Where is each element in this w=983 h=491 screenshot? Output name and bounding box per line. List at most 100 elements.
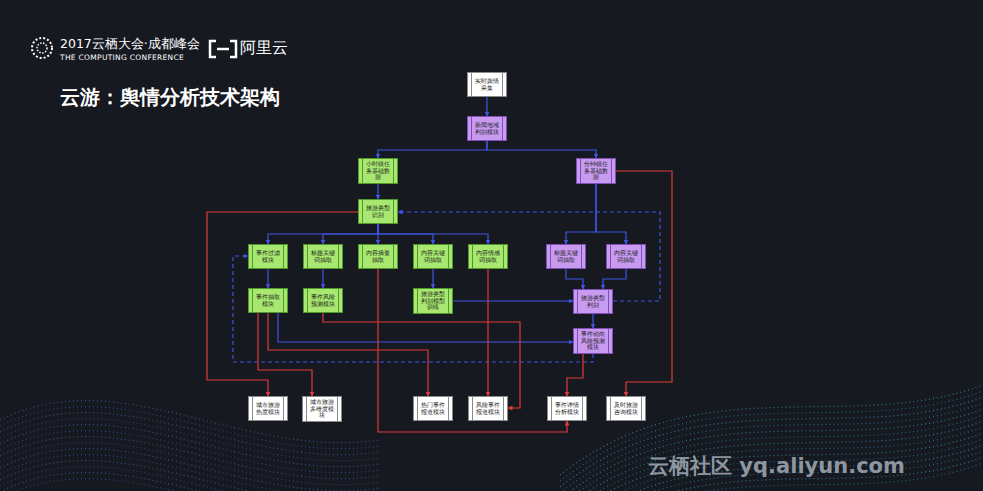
wave-dots (560, 397, 983, 487)
flow-arrow (432, 269, 433, 288)
wave-dots (560, 445, 983, 491)
wave-dots (0, 419, 380, 461)
flow-arrow (378, 141, 487, 158)
conference-name: 2017云栖大会·成都峰会 (60, 36, 200, 53)
aliyun-logo (210, 41, 236, 57)
process-box: 旅游类型判别模型训练 (413, 288, 453, 314)
box-text: 标题关键词抽取 (309, 250, 337, 263)
process-box: 城市旅游多维度模块 (302, 396, 342, 422)
box-text: 事件抽取模块 (254, 294, 282, 307)
flow-arrow (378, 269, 567, 432)
slide-title: 云游：舆情分析技术架构 (60, 84, 280, 111)
flow-arrow (258, 313, 312, 396)
box-text: 热门事件报道模块 (419, 402, 447, 415)
box-text: 标题关键词抽取 (552, 250, 580, 263)
process-box: 事件过滤模块 (248, 244, 288, 269)
flow-arrow (486, 97, 487, 116)
flow-arrow (453, 300, 573, 301)
wave-dots (0, 467, 380, 491)
box-text: 旅游类型识别 (364, 205, 392, 218)
process-box: 实时舆情采集 (467, 72, 507, 97)
process-box: 事件详情分析模块 (547, 396, 587, 421)
wave-dots (0, 455, 380, 491)
wave-dots (0, 425, 380, 467)
box-text: 小时级任务基础数据 (364, 161, 392, 181)
flow-arrow (592, 314, 593, 328)
wave-dots (560, 433, 983, 491)
process-box: 旅游类型识别 (358, 199, 398, 224)
flow-arrow (487, 269, 488, 396)
flow-arrow (233, 256, 593, 362)
flow-arrow (566, 184, 596, 244)
flow-arrow (487, 141, 596, 158)
box-text: 旅游类型判别 (579, 295, 607, 308)
box-text: 事件过滤模块 (254, 250, 282, 263)
flow-arrow (596, 184, 626, 244)
wave-dots (560, 451, 983, 491)
wave-dots (560, 421, 983, 491)
box-text: 分钟级任务基础数据 (582, 161, 610, 181)
process-box: 城市旅游热度模块 (248, 396, 288, 421)
process-box: 分钟级任务基础数据 (576, 158, 616, 184)
box-text: 及时旅游咨询模块 (612, 402, 640, 415)
process-box: 事件风险预测模块 (303, 288, 343, 313)
process-box: 风险事件报道模块 (468, 396, 508, 421)
process-box: 内容关键词抽取 (606, 244, 646, 269)
box-text: 内容关键词抽取 (612, 250, 640, 263)
box-text: 内容关键词抽取 (419, 250, 447, 263)
wave-dots (0, 443, 380, 485)
box-text: 事件风险预测模块 (309, 294, 337, 307)
wave-dots (560, 415, 983, 491)
flow-arrow (268, 224, 378, 244)
watermark: 云栖社区 yq.aliyun.com (648, 452, 905, 480)
wave-dots (0, 479, 380, 491)
box-text: 事件详情分析模块 (553, 402, 581, 415)
process-box: 标题关键词抽取 (303, 244, 343, 269)
wave-dots (0, 461, 380, 491)
process-box: 热门事件报道模块 (413, 396, 453, 421)
wave-dots (0, 473, 380, 491)
wave-dots (0, 449, 380, 491)
process-box: 标题关键词抽取 (546, 244, 586, 269)
wave-dots (560, 409, 983, 491)
flow-arrow (616, 171, 672, 396)
flow-arrow (323, 313, 520, 408)
process-box: 内容情感词抽取 (468, 244, 508, 269)
flow-arrow (278, 313, 573, 342)
box-text: 新闻地域判别模块 (473, 122, 501, 135)
flow-arrow (268, 313, 428, 396)
flow-arrow (377, 184, 378, 199)
box-text: 事件动向风险预测模块 (579, 331, 607, 351)
wave-dots (560, 439, 983, 491)
flow-arrow (322, 269, 323, 288)
conference-subtitle: THE COMPUTING CONFERENCE (60, 53, 184, 62)
conference-logo (32, 38, 52, 58)
flow-arrow (207, 212, 358, 396)
process-box: 事件抽取模块 (248, 288, 288, 313)
wave-dots (560, 391, 983, 481)
box-text: 城市旅游热度模块 (254, 402, 282, 415)
box-text: 旅游类型判别模型训练 (419, 291, 447, 311)
process-box: 内容关键词抽取 (413, 244, 453, 269)
flow-arrow (378, 224, 488, 244)
process-box: 事件动向风险预测模块 (573, 328, 613, 354)
process-box: 小时级任务基础数据 (358, 158, 398, 184)
process-box: 及时旅游咨询模块 (606, 396, 646, 421)
wave-dots (0, 437, 380, 479)
process-box: 内容摘要抽取 (358, 244, 398, 269)
process-box: 旅游类型判别 (573, 289, 613, 314)
dot-waves (0, 385, 983, 491)
flow-arrow (323, 224, 378, 244)
box-text: 风险事件报道模块 (474, 402, 502, 415)
process-box: 新闻地域判别模块 (467, 116, 507, 141)
brand-name: 阿里云 (240, 38, 288, 59)
wave-dots (560, 427, 983, 491)
box-text: 城市旅游多维度模块 (308, 399, 336, 419)
wave-dots (0, 431, 380, 473)
flow-arrow (567, 354, 583, 396)
box-text: 内容情感词抽取 (474, 250, 502, 263)
flow-arrow (566, 269, 583, 289)
flow-arrow (603, 269, 626, 289)
flow-arrow (267, 269, 268, 288)
box-text: 实时舆情采集 (473, 78, 501, 91)
